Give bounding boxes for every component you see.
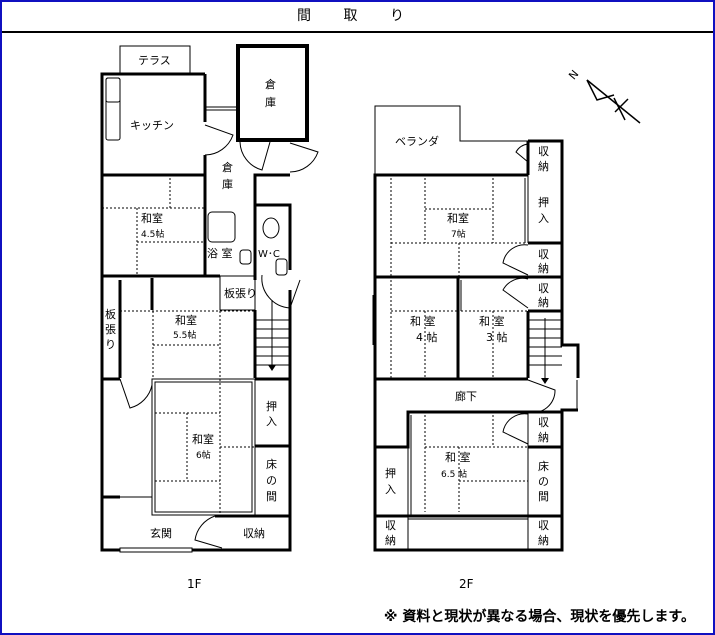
washitsu-65-label-2: 6.5 帖 [441,468,467,480]
entrance-door[interactable] [119,547,193,553]
storage-2f-d-2: 納 [538,431,549,444]
disclaimer-note: ※ 資料と現状が異なる場合、現状を優先します。 [383,609,695,625]
wood-strip-label-3: り [105,338,116,351]
washitsu-7-label-1: 和室 [447,211,469,225]
kitchen-counter [105,77,121,141]
washitsu-6-label-1: 和室 [192,432,214,446]
floor-1-label: 1F [187,577,202,591]
storage-2f-b-2: 納 [538,262,549,275]
washitsu-7-label-2: 7帖 [451,228,466,240]
wood-strip-label-1: 板 [105,307,116,321]
door-swing[interactable] [204,124,234,156]
door-swing[interactable] [502,244,529,276]
washitsu-6-label-2: 6帖 [196,449,211,461]
oshiire-2f-a-1: 押 [538,195,549,209]
oshiire-1f-label-2: 入 [266,415,277,428]
bathtub-icon [207,211,236,243]
toilet-icon [262,217,280,239]
storage-large-label-1: 倉 [265,77,276,91]
storage-2f-a-2: 納 [538,160,549,173]
washitsu-6 [151,378,256,516]
staircase-1f [253,300,290,378]
oshiire-2f-b-2: 入 [385,483,396,496]
tokonoma-1f-label-1: 床 [266,457,277,471]
outer-wall-2f [528,139,580,378]
storage-2f-f-1: 収 [538,519,549,532]
washitsu-45-label-2: 4.5帖 [141,228,164,240]
staircase-2f [526,311,562,384]
oshiire-1f-label-1: 押 [266,399,277,413]
washbasin-icon [239,249,252,265]
storage-2f-e-1: 収 [385,519,396,532]
entrance-label: 玄関 [150,526,172,540]
tokonoma-2f-label-3: 間 [538,490,549,503]
washitsu-65-label-1: 和 室 [445,450,471,464]
stair-arrow-icon [268,365,276,371]
door-swing[interactable] [261,274,301,309]
door-swing[interactable] [119,378,153,409]
storage-large [236,44,309,142]
door-swing[interactable] [502,277,529,309]
storage-small-label-1: 倉 [222,160,233,174]
storage-2f-e-2: 納 [385,534,396,547]
tokonoma-2f-label-1: 床 [538,459,549,473]
washitsu-45-label-1: 和室 [141,211,163,225]
washitsu-3-label-2: 3 帖 [486,331,508,344]
oshiire-2f-b-1: 押 [385,466,396,480]
terrace-label: テラス [138,54,171,67]
tokonoma-1f-label-2: の [266,474,277,487]
wall [255,203,292,270]
veranda [374,105,528,175]
storage-large-label-2: 庫 [265,95,276,109]
washitsu-55-label-1: 和室 [175,313,197,327]
hall-wood-label: 板張り [224,286,257,300]
storage-2f-c-1: 収 [538,282,549,295]
door-swing[interactable] [194,515,223,549]
veranda-label: ベランダ [395,134,439,148]
page-title: 間 取 り [2,2,713,33]
wood-strip-label-2: 張 [105,323,116,336]
storage-small-label-2: 庫 [222,177,233,191]
wall [253,173,290,280]
tokonoma-1f-label-3: 間 [266,490,277,503]
hall-wood [219,275,256,311]
outer-wall-1f [100,72,292,552]
compass-letter: N [566,68,581,83]
door-swing[interactable] [502,413,529,445]
stair-arrow-icon [541,378,549,384]
storage-1f-label: 収納 [243,527,265,540]
washitsu-55-label-2: 5.5帖 [173,329,196,341]
wc-label: W･C [258,249,280,260]
floor-1-plan: テラス 倉 庫 キッチン 倉 庫 和室 4.5帖 浴 室 W･C 板張り [100,44,319,553]
storage-2f-d-1: 収 [538,416,549,429]
north-arrow-icon: N [566,68,641,124]
sink-icon [275,258,288,276]
storage-2f-a-1: 収 [538,145,549,158]
storage-2f-c-2: 納 [538,296,549,309]
tokonoma-2f-label-2: の [538,475,549,488]
door-swing[interactable] [515,143,529,163]
storage-2f-f-2: 納 [538,534,549,547]
bath-label: 浴 室 [207,246,233,260]
door-swing[interactable] [527,379,556,414]
floor-2-plan: ベランダ 収 納 和室 7帖 押 入 収 納 収 納 和 室 4 帖 和 室 3… [372,105,580,552]
oshiire-2f-a-2: 入 [538,212,549,225]
storage-2f-b-1: 収 [538,248,549,261]
kitchen-sink-icon [105,77,121,103]
door-swing[interactable] [239,141,271,171]
washitsu-4-label-2: 4 帖 [416,331,438,344]
kitchen-label: キッチン [130,119,174,132]
floor-2-label: 2F [459,577,474,591]
corridor-label: 廊下 [455,389,477,403]
washitsu-3-label-1: 和 室 [479,314,505,328]
washitsu-4-label-1: 和 室 [410,314,436,328]
door-swing[interactable] [289,142,319,173]
